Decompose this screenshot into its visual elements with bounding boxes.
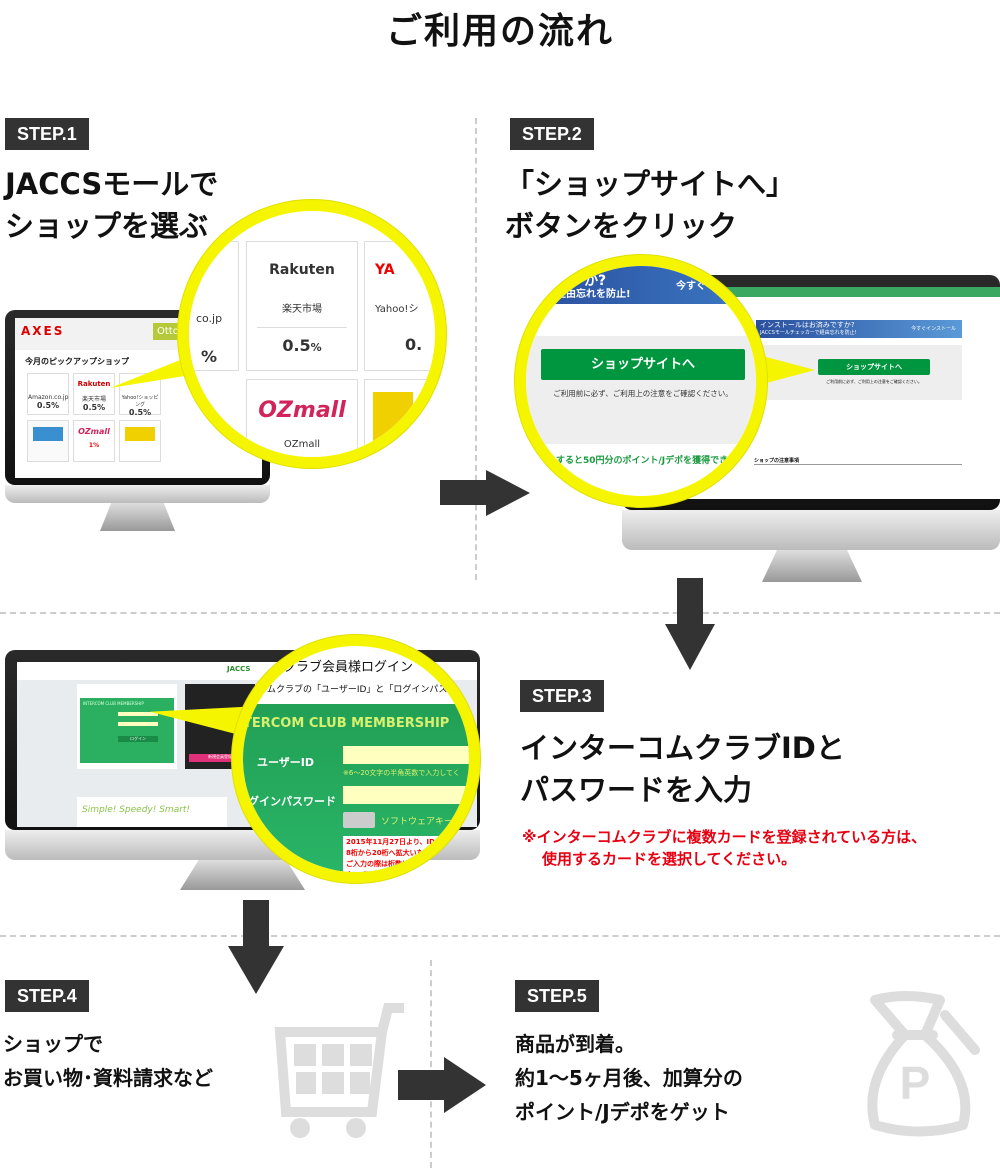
- keyboard-icon[interactable]: [343, 812, 375, 828]
- divider: [0, 612, 1000, 614]
- shop-card-rakuten: Rakuten 楽天市場 0.5%: [246, 241, 358, 371]
- arrow-down-icon: [243, 900, 269, 948]
- text-line: お買い物･資料請求など: [3, 1066, 213, 1090]
- arrow-right-icon-head: [486, 470, 530, 516]
- heading-line: パスワードを入力: [520, 773, 753, 807]
- text-line: ポイント/Jデポをゲット: [515, 1100, 730, 1124]
- login-button[interactable]: ログイン: [118, 736, 158, 742]
- user-id-input[interactable]: [343, 746, 469, 764]
- membership-form: INTERCOM CLUB MEMBERSHIP ログイン: [80, 698, 174, 763]
- shop-site-button[interactable]: ショップサイトへ: [818, 359, 930, 375]
- caution-text: ご利用前に必ず、ご利用上の注意をご確認ください。: [826, 379, 922, 384]
- heading-line: JACCSモールで: [5, 167, 219, 201]
- heading-line: ショップを選ぶ: [5, 209, 209, 243]
- step5-text: 商品が到着。 約1〜5ヶ月後、加算分の ポイント/Jデポをゲット: [515, 1027, 743, 1129]
- shop-site-button[interactable]: ショップサイトへ: [541, 349, 745, 380]
- divider: [475, 118, 477, 580]
- text-line: 約1〜5ヶ月後、加算分の: [515, 1066, 743, 1090]
- step3-note: ※インターコムクラブに複数カードを登録されている方は、 使用するカードを選択して…: [522, 826, 926, 870]
- install-banner[interactable]: インストールはお済みですか?JACCSモールチェッカーで経由忘れを防止!今すぐイ…: [756, 320, 962, 338]
- rakuten-logo: Rakuten: [269, 262, 335, 278]
- shop-card-ozmall: OZmall OZmall: [246, 379, 358, 457]
- arrow-right-icon: [440, 480, 488, 505]
- arrow-down-icon-head: [665, 624, 715, 670]
- caution-text: ご利用前に必ず、ご利用上の注意をご確認ください。: [553, 389, 733, 398]
- slogan: Simple! Speedy! Smart!: [77, 797, 227, 827]
- section-title: 今月のピックアップショップ: [25, 357, 129, 366]
- step3-heading: インターコムクラブIDと パスワードを入力: [520, 727, 845, 811]
- step4-badge: STEP.4: [5, 980, 89, 1012]
- magnifier-step3: クラブ会員様ログイン ムクラブの「ユーザーID」と「ログインパスワ TERCOM…: [232, 635, 480, 883]
- step3-badge: STEP.3: [520, 680, 604, 712]
- note-line: 使用するカードを選択してください。: [542, 850, 797, 868]
- step5-badge: STEP.5: [515, 980, 599, 1012]
- arrow-down-icon: [677, 578, 703, 626]
- shop-card: [364, 379, 435, 457]
- divider: [430, 960, 432, 1168]
- step1-badge: STEP.1: [5, 118, 89, 150]
- text-line: ショップで: [3, 1032, 103, 1056]
- money-bag-icon: P: [845, 990, 995, 1140]
- step2-badge: STEP.2: [510, 118, 594, 150]
- page-title: ご利用の流れ: [385, 11, 614, 52]
- ozmall-logo: OZmall: [258, 398, 346, 423]
- register-button[interactable]: 新規会員登録: [189, 754, 251, 762]
- banner-otto: Otto: [153, 323, 183, 340]
- heading-line: ボタンをクリック: [505, 209, 738, 243]
- banner-axes: AXES: [21, 324, 65, 338]
- heading-line: インターコムクラブIDと: [520, 731, 845, 765]
- magnifier-step2: ですか?経由忘れを防止! 今すぐイ ショップサイトへ ご利用前に必ず、ご利用上の…: [515, 255, 767, 507]
- arrow-right-icon-head: [444, 1057, 486, 1113]
- notes-title: ショップの注意事項: [754, 457, 962, 465]
- divider: [0, 935, 1000, 937]
- shopping-cart-icon: [274, 1003, 404, 1138]
- step1-heading: JACCSモールで ショップを選ぶ: [5, 163, 218, 247]
- shop-card: co.jp%: [189, 241, 239, 371]
- bonus-text: すると50円分のポイント/Jデポを獲得できます。: [556, 456, 755, 466]
- shop-card[interactable]: [119, 420, 161, 462]
- jaccs-logo: JACCS: [227, 665, 251, 673]
- shop-card-yahoo: YA Yahoo!シ 0.: [364, 241, 435, 371]
- arrow-right-icon: [398, 1070, 446, 1100]
- note-line: ※インターコムクラブに複数カードを登録されている方は、: [522, 828, 927, 846]
- shop-card[interactable]: [27, 420, 69, 462]
- text-line: 商品が到着。: [515, 1032, 635, 1056]
- arrow-down-icon-head: [228, 946, 284, 994]
- point-letter: P: [899, 1057, 931, 1109]
- step2-heading: 「ショップサイトへ」 ボタンをクリック: [505, 163, 795, 247]
- step4-text: ショップで お買い物･資料請求など: [3, 1027, 213, 1095]
- magnifier-step1: co.jp% Rakuten 楽天市場 0.5% YA Yahoo!シ 0. O…: [178, 200, 446, 468]
- password-input[interactable]: [343, 786, 469, 804]
- heading-line: 「ショップサイトへ」: [505, 167, 796, 201]
